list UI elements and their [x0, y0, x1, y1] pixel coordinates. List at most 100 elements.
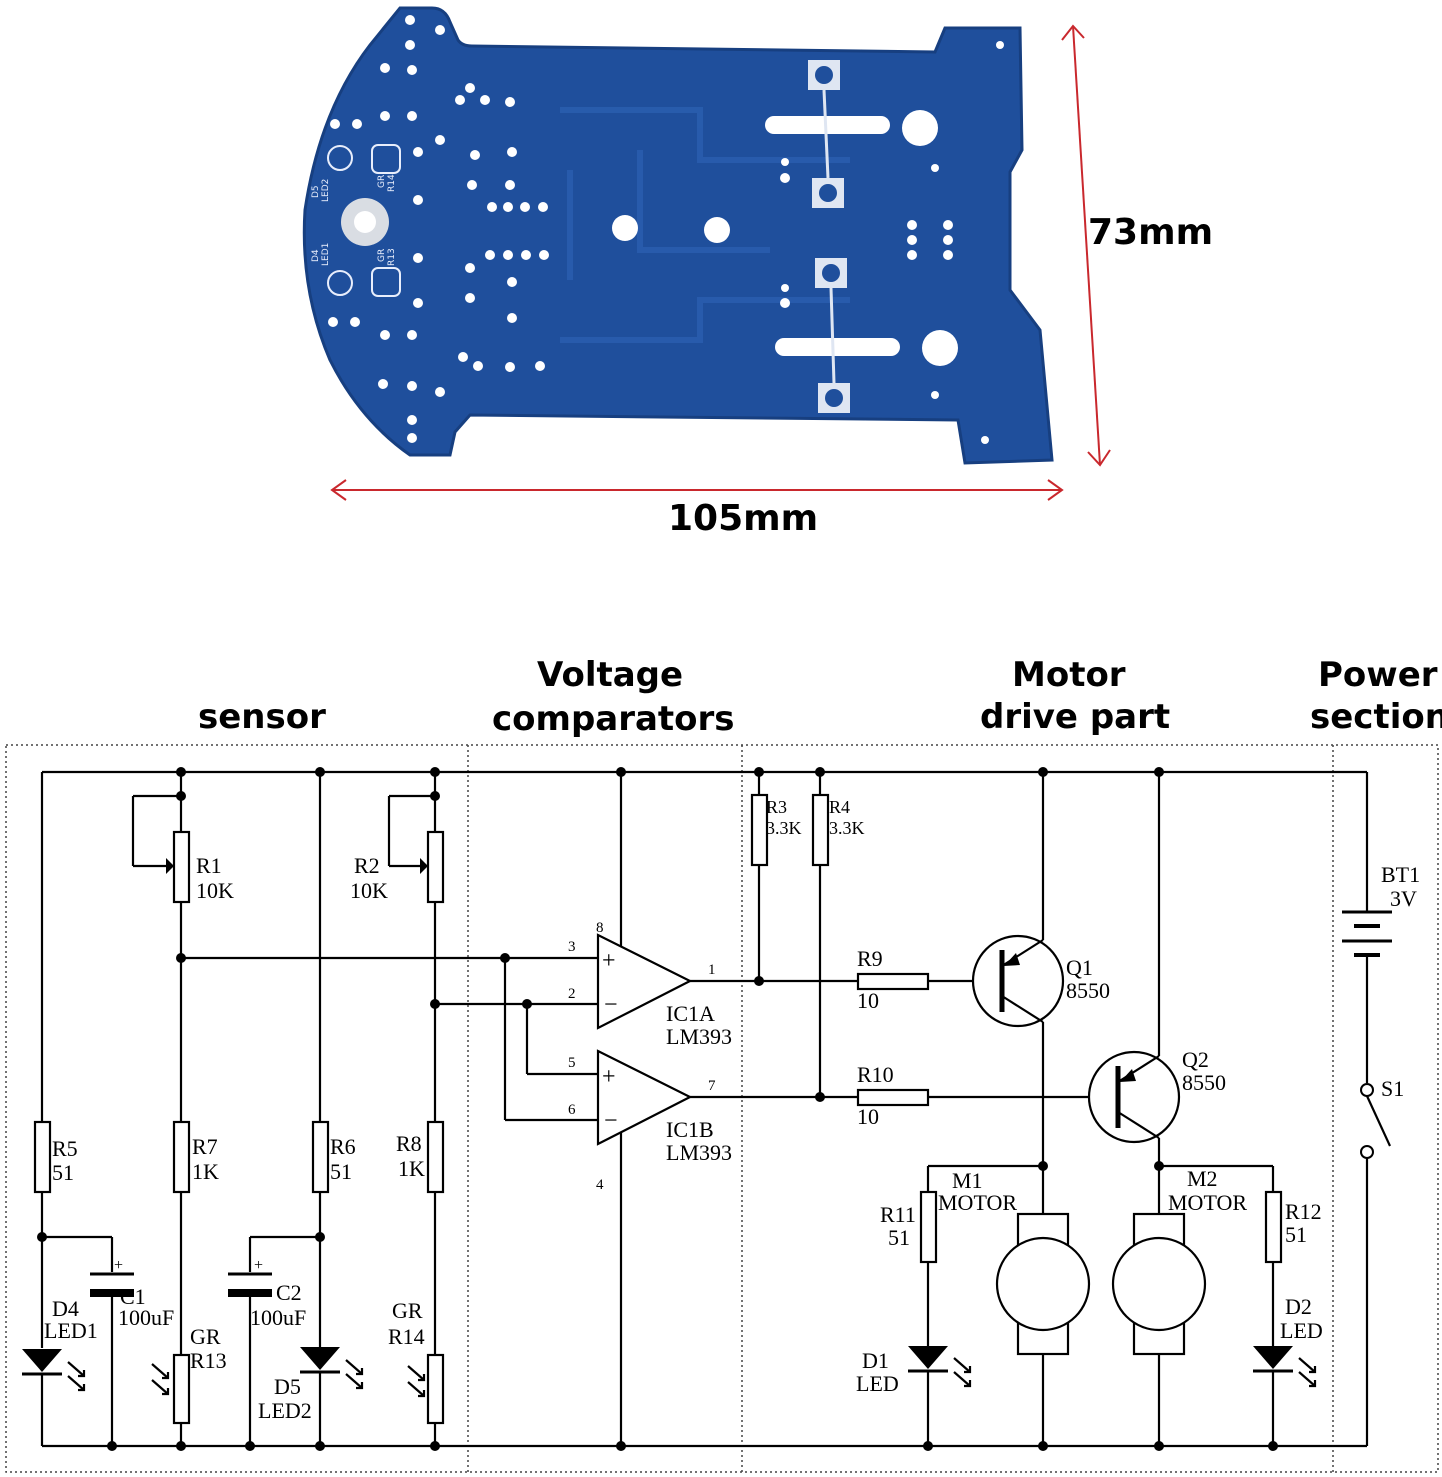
light-arrows-r13 — [151, 1363, 170, 1396]
r4-value: 3.3K — [829, 818, 865, 838]
s1-name: S1 — [1381, 1076, 1404, 1101]
silk-gr-b: GR — [377, 249, 387, 262]
pcb-vias — [328, 15, 1004, 444]
r3-value: 3.3K — [766, 818, 802, 838]
r9-value: 10 — [857, 988, 879, 1013]
silk-d4: D4 — [311, 249, 321, 262]
section-sensor: sensor — [198, 697, 326, 737]
m2-value: MOTOR — [1168, 1190, 1247, 1215]
q2-name: Q2 — [1182, 1047, 1209, 1072]
pin-1: 1 — [708, 962, 716, 978]
r8-name: R8 — [396, 1131, 422, 1156]
pin-3: 3 — [568, 939, 576, 955]
pcb-silkscreen: D5 LED2 GR R14 D4 LED1 GR R13 — [311, 174, 397, 266]
resistor-r4 — [811, 793, 830, 867]
silk-led1: LED1 — [321, 243, 331, 266]
silk-d5: D5 — [311, 185, 321, 198]
silk-r14: R14 — [387, 174, 397, 192]
led-footprints — [327, 144, 401, 297]
switch-s1 — [1360, 1083, 1391, 1159]
r2-name: R2 — [354, 853, 380, 878]
r11-name: R11 — [880, 1202, 916, 1227]
pin-2: 2 — [568, 986, 576, 1002]
battery-bt1 — [1342, 910, 1392, 957]
ic1b-value: LM393 — [666, 1140, 732, 1165]
ic1a-plus: + — [602, 948, 616, 974]
c2-name: C2 — [276, 1280, 302, 1305]
section-comparators-line2: comparators — [492, 699, 735, 739]
r5-value: 51 — [52, 1160, 74, 1185]
mount-hole — [902, 110, 938, 146]
silk-gr-a: GR — [377, 175, 387, 188]
transistor-q2 — [1087, 1050, 1181, 1144]
silk-r13: R13 — [387, 248, 397, 266]
c1-value: 100uF — [118, 1305, 174, 1330]
resistor-r5 — [33, 1120, 52, 1194]
comparator-ic1b — [596, 1049, 693, 1146]
r9-name: R9 — [857, 946, 883, 971]
resistor-r12 — [1264, 1190, 1283, 1264]
section-boxes — [5, 744, 1439, 1473]
pcb-board: D5 LED2 GR R14 D4 LED1 GR R13 — [302, 6, 1054, 465]
q1-name: Q1 — [1066, 955, 1093, 980]
d1-name: D1 — [862, 1348, 889, 1373]
resistor-r3 — [750, 793, 769, 867]
photoresistor-r14 — [426, 1353, 445, 1425]
r7-name: R7 — [192, 1134, 218, 1159]
capacitor-c2: + — [228, 1257, 272, 1297]
r4-name: R4 — [829, 797, 850, 817]
r10-value: 10 — [857, 1104, 879, 1129]
transistor-q1 — [971, 934, 1065, 1028]
r12-value: 51 — [1285, 1222, 1307, 1247]
d5-name: D5 — [274, 1374, 301, 1399]
r7-value: 1K — [192, 1159, 219, 1184]
d1-value: LED — [856, 1371, 899, 1396]
pin-7: 7 — [708, 1078, 716, 1094]
d5-value: LED2 — [258, 1398, 312, 1423]
r14-name: R14 — [388, 1324, 425, 1349]
ic1a-value: LM393 — [666, 1024, 732, 1049]
mount-hole — [922, 330, 958, 366]
resistor-r11 — [919, 1190, 938, 1264]
pcb-outline — [302, 6, 1054, 465]
led-d1 — [908, 1346, 972, 1388]
r11-value: 51 — [888, 1225, 910, 1250]
d4-value: LED1 — [44, 1318, 98, 1343]
pin-5: 5 — [568, 1055, 576, 1071]
r6-name: R6 — [330, 1134, 356, 1159]
c2-value: 100uF — [250, 1305, 306, 1330]
mount-slot — [765, 116, 890, 134]
m1-value: MOTOR — [938, 1190, 1017, 1215]
ic1a-minus: − — [604, 992, 618, 1018]
m1-name: M1 — [952, 1168, 983, 1193]
light-arrows-r14 — [407, 1365, 426, 1398]
mount-slot — [775, 338, 900, 356]
r13-name: R13 — [190, 1348, 227, 1373]
height-label: 73mm — [1088, 212, 1213, 253]
ic1b-minus: − — [604, 1108, 618, 1134]
photoresistor-r13 — [172, 1353, 191, 1425]
r10-name: R10 — [857, 1062, 894, 1087]
resistor-r6 — [311, 1120, 330, 1194]
section-comparators-line1: Voltage — [537, 655, 683, 695]
resistor-r9 — [856, 972, 930, 991]
r3-name: R3 — [766, 797, 787, 817]
section-motor-line1: Motor — [1012, 655, 1126, 695]
component-labels: R1 10K R2 10K R3 3.3K R4 3.3K R5 51 R7 1… — [44, 797, 1420, 1423]
d4-name: D4 — [52, 1296, 79, 1321]
d2-value: LED — [1280, 1318, 1323, 1343]
silk-led2: LED2 — [321, 179, 331, 202]
r2-value: 10K — [350, 878, 388, 903]
r1-value: 10K — [196, 878, 234, 903]
resistor-r8 — [426, 1120, 445, 1194]
ic1a-name: IC1A — [666, 1001, 715, 1026]
r12-name: R12 — [1285, 1199, 1322, 1224]
capacitor-c1: + — [90, 1257, 134, 1297]
potentiometer-r1 — [172, 830, 191, 904]
dimension-width: 105mm — [330, 479, 1064, 539]
ic1b-plus: + — [602, 1064, 616, 1090]
comparator-ic1a — [596, 933, 693, 1030]
r6-value: 51 — [330, 1159, 352, 1184]
r1-name: R1 — [196, 853, 222, 878]
